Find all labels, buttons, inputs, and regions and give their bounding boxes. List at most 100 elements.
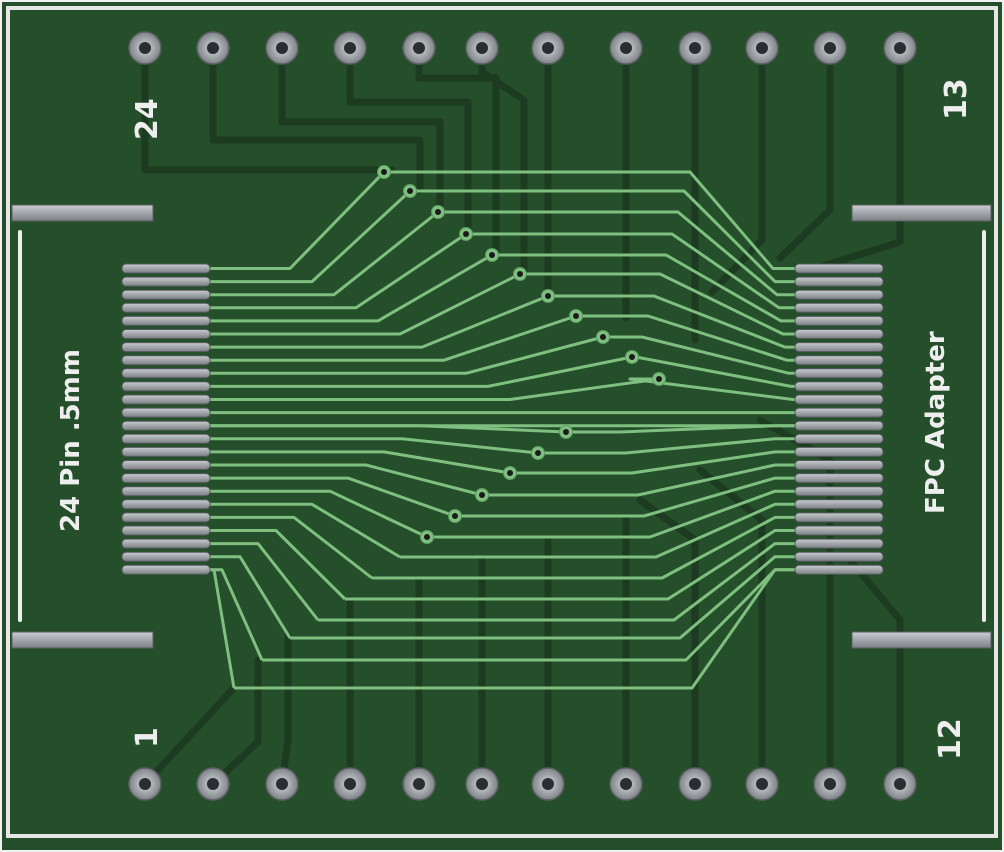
header-pad-hole-bottom-3	[276, 778, 288, 790]
board-outline	[6, 6, 998, 838]
top-trace-12	[520, 272, 795, 336]
top-trace-8	[466, 232, 795, 310]
header-pad-hole-top-3	[276, 42, 288, 54]
top-trace-40	[372, 515, 795, 580]
header-pad-hole-bottom-11	[824, 778, 836, 790]
header-pad-hole-bottom-9	[689, 778, 701, 790]
top-trace-45	[210, 555, 292, 639]
top-trace-39	[210, 515, 373, 580]
top-trace-17	[210, 335, 604, 375]
label-pin-13: 13	[939, 78, 974, 120]
via-hole-7	[545, 293, 551, 299]
via-hole-4	[463, 231, 469, 237]
top-trace-15	[210, 314, 577, 362]
fpc-pad-right-15	[794, 446, 884, 457]
top-trace-36	[427, 489, 795, 539]
top-trace-4	[410, 189, 795, 284]
mounting-tab-bottom-right	[851, 631, 992, 649]
bottom-trace-11	[776, 44, 834, 262]
header-pad-hole-bottom-4	[344, 778, 356, 790]
via-hole-6	[517, 271, 523, 277]
header-pad-hole-bottom-1	[139, 778, 151, 790]
top-trace-25	[210, 424, 567, 434]
fpc-pad-right-19	[794, 499, 884, 510]
fpc-pad-right-12	[794, 407, 884, 418]
mounting-tab-top-right	[851, 204, 992, 222]
top-trace-18	[603, 335, 795, 375]
via-hole-11	[656, 376, 662, 382]
fpc-pad-right-7	[794, 342, 884, 353]
fpc-pad-right-5	[794, 315, 884, 326]
fpc-pad-left-4	[121, 302, 211, 313]
header-pad-hole-bottom-5	[413, 778, 425, 790]
fpc-pad-right-1	[794, 263, 884, 274]
header-pad-hole-bottom-12	[894, 778, 906, 790]
fpc-pad-left-12	[121, 407, 211, 418]
header-pad-hole-top-8	[620, 42, 632, 54]
top-trace-14	[548, 294, 795, 349]
top-trace-43	[210, 542, 320, 621]
via-hole-10	[629, 354, 635, 360]
fpc-pad-right-24	[794, 564, 884, 575]
via-hole-12	[563, 429, 569, 435]
top-trace-37	[210, 502, 401, 559]
fpc-pad-array-left	[121, 263, 211, 575]
mounting-tabs	[11, 204, 992, 649]
fpc-pad-left-20	[121, 512, 211, 523]
fpc-pad-left-17	[121, 473, 211, 484]
via-hole-13	[535, 450, 541, 456]
fpc-pad-left-16	[121, 460, 211, 470]
bottom-trace-13	[141, 686, 236, 788]
via-group	[377, 165, 666, 544]
header-pad-hole-top-7	[542, 42, 554, 54]
via-hole-16	[452, 513, 458, 519]
top-trace-16	[576, 314, 795, 362]
fpc-pad-left-3	[121, 289, 211, 300]
top-trace-41	[210, 529, 347, 601]
via-hole-9	[600, 334, 606, 340]
header-pad-hole-top-11	[824, 42, 836, 54]
fpc-pad-left-9	[121, 368, 211, 379]
fpc-pad-left-14	[121, 433, 211, 444]
fpc-pad-left-5	[121, 315, 211, 326]
top-trace-42	[345, 529, 795, 601]
header-pad-hole-top-1	[139, 42, 151, 54]
bottom-trace-24	[846, 556, 904, 788]
fpc-pad-left-10	[121, 381, 211, 392]
fpc-pad-left-8	[121, 355, 211, 366]
fpc-pad-left-22	[121, 538, 211, 549]
fpc-pad-right-21	[794, 525, 884, 536]
via-hole-1	[381, 169, 387, 175]
fpc-pad-left-7	[121, 342, 211, 353]
header-pad-hole-bottom-7	[542, 778, 554, 790]
via-hole-14	[507, 470, 513, 476]
top-trace-38	[400, 502, 795, 559]
top-trace-35	[210, 489, 428, 539]
top-trace-5	[210, 210, 439, 297]
fpc-pad-right-9	[794, 368, 884, 379]
fpc-pad-right-3	[794, 289, 884, 300]
via-hole-3	[435, 209, 441, 215]
label-fpc-adapter: FPC Adapter	[921, 331, 951, 514]
header-pad-hole-bottom-10	[756, 778, 768, 790]
top-trace-19	[210, 355, 633, 388]
fpc-pad-right-16	[794, 460, 884, 470]
mounting-tab-bottom-left	[11, 631, 154, 649]
top-trace-44	[318, 542, 795, 622]
bottom-trace-2	[209, 44, 424, 194]
fpc-pad-right-4	[794, 302, 884, 313]
via-hole-17	[424, 534, 430, 540]
top-trace-6	[438, 210, 795, 297]
fpc-pad-right-8	[794, 355, 884, 366]
top-trace-28	[538, 437, 795, 455]
bottom-trace-3	[278, 44, 444, 216]
label-pin-12: 12	[933, 718, 968, 760]
header-pad-hole-top-4	[344, 42, 356, 54]
top-trace-10	[492, 253, 795, 323]
fpc-pad-right-18	[794, 486, 884, 497]
fpc-pad-left-11	[121, 394, 211, 405]
top-trace-1	[210, 170, 386, 270]
bottom-trace-12	[806, 44, 904, 274]
header-pads-bottom	[128, 767, 917, 801]
